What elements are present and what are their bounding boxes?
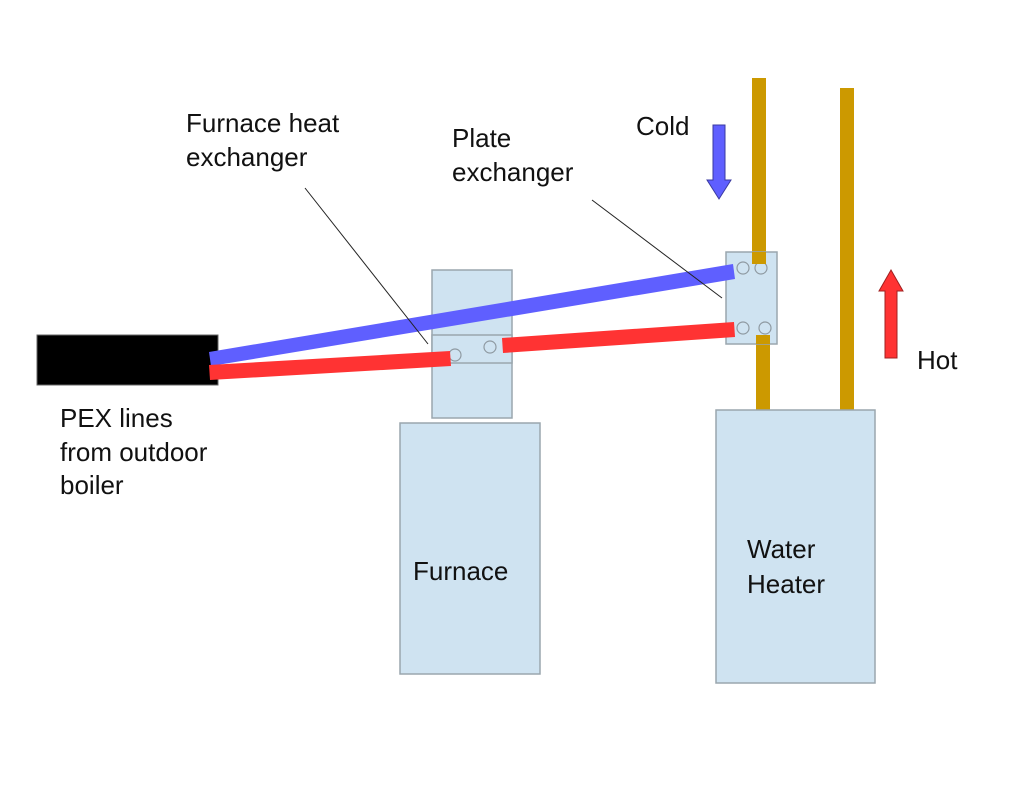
furnace-hx-label-line2: exchanger [186, 142, 308, 172]
furnace-hx-port-out [483, 340, 497, 354]
cold-label: Cold [636, 111, 689, 141]
pex-bundle [36, 334, 219, 386]
hot-outlet-pipe [840, 88, 854, 410]
hot-arrow-icon [878, 268, 904, 359]
cold-supply-pipe-end [752, 252, 766, 264]
plate-port-1 [736, 261, 750, 275]
cold-supply-pipe [752, 78, 766, 264]
furnace-hx-leader [304, 187, 429, 345]
furnace [399, 422, 541, 675]
plate-port-3 [736, 321, 750, 335]
water-heater-label-line1: Water [747, 534, 816, 564]
pex-lines-label-line2: from outdoor [60, 437, 208, 467]
hot-pex-line-to-plate [502, 322, 735, 353]
water-heater-label-line2: Heater [747, 569, 825, 599]
plate-exchanger-label-line2: exchanger [452, 157, 574, 187]
plate-exchanger-label-line1: Plate [452, 123, 511, 153]
hot-pex-line-to-furnace [209, 351, 451, 380]
cold-pex-line [209, 264, 735, 366]
preheated-pipe [756, 335, 770, 410]
plate-exchanger-leader [591, 199, 723, 299]
plate-port-4 [758, 321, 772, 335]
hot-label: Hot [917, 345, 958, 375]
pex-lines-label-line1: PEX lines [60, 403, 173, 433]
furnace-label: Furnace [413, 556, 508, 586]
pex-lines-label-line3: boiler [60, 470, 124, 500]
preheated-pipe-end [756, 335, 770, 344]
furnace-hx-label-line1: Furnace heat [186, 108, 340, 138]
furnace-hx-port-in [448, 348, 462, 362]
water-heater [715, 409, 876, 684]
cold-arrow-icon [706, 124, 732, 200]
